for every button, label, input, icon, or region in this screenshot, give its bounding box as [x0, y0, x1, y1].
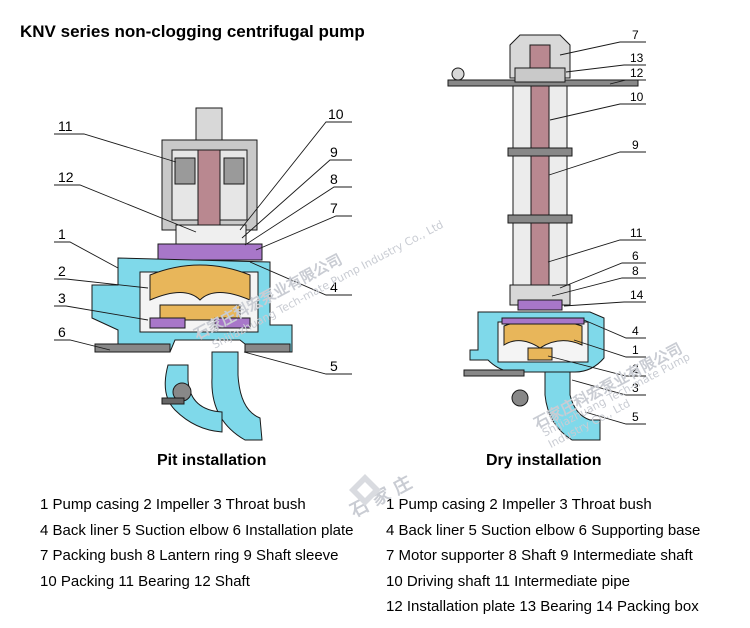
dry-callout-11: 11 — [630, 226, 643, 240]
pit-caption: Pit installation — [157, 452, 267, 469]
dry-legend-line-4: 10 Driving shaft 11 Intermediate pipe — [386, 572, 631, 590]
dry-caption: Dry installation — [486, 452, 602, 469]
watermark-logo-icon — [349, 474, 381, 506]
pit-legend-line-3: 7 Packing bush 8 Lantern ring 9 Shaft sl… — [40, 547, 339, 564]
pit-callout-10: 10 — [328, 106, 344, 122]
pit-callout-leaders — [54, 121, 352, 375]
pit-legend: 1 Pump casing 2 Impeller 3 Throat bush 4… — [40, 492, 354, 594]
dry-installation-drawing — [447, 34, 639, 441]
dry-legend-line-5: 12 Installation plate 13 Bearing 14 Pack… — [386, 598, 699, 615]
pit-legend-line-1: 1 Pump casing 2 Impeller 3 Throat bush — [40, 496, 306, 513]
pit-legend-line-4: 10 Packing 11 Bearing 12 Shaft — [40, 572, 250, 590]
pit-legend-line-2: 4 Back liner 5 Suction elbow 6 Installat… — [40, 521, 354, 539]
dry-callout-9: 9 — [632, 138, 639, 152]
dry-callout-7: 7 — [632, 28, 639, 42]
dry-callout-leaders — [547, 41, 646, 425]
dry-callout-5: 5 — [632, 410, 639, 424]
dry-callout-14: 14 — [630, 288, 644, 302]
pit-callout-4: 4 — [330, 279, 338, 295]
dry-callout-6: 6 — [632, 249, 639, 263]
dry-callout-10: 10 — [630, 90, 644, 104]
page-title: KNV series non-clogging centrifugal pump — [20, 22, 365, 41]
pit-callout-6: 6 — [58, 324, 66, 340]
dry-callout-8: 8 — [632, 264, 639, 278]
dry-callout-2: 2 — [632, 362, 639, 376]
pit-callout-7: 7 — [330, 200, 338, 216]
dry-legend: 1 Pump casing 2 Impeller 3 Throat bush 4… — [386, 492, 700, 620]
pit-callout-12: 12 — [58, 169, 74, 185]
pit-callout-3: 3 — [58, 290, 66, 306]
pit-callout-11: 11 — [58, 118, 73, 134]
dry-callout-3: 3 — [632, 381, 639, 395]
pit-callout-9: 9 — [330, 144, 338, 160]
pit-callout-8: 8 — [330, 171, 338, 187]
pit-callout-5: 5 — [330, 358, 338, 374]
dry-legend-line-2: 4 Back liner 5 Suction elbow 6 Supportin… — [386, 521, 701, 539]
dry-callout-4: 4 — [632, 324, 639, 338]
dry-legend-line-3: 7 Motor supporter 8 Shaft 9 Intermediate… — [386, 547, 693, 564]
pit-callout-1: 1 — [58, 226, 66, 242]
dry-legend-line-1: 1 Pump casing 2 Impeller 3 Throat bush — [386, 496, 652, 513]
dry-callout-13: 13 — [630, 51, 644, 65]
pit-callout-2: 2 — [58, 263, 66, 279]
dry-callout-12: 12 — [630, 66, 644, 80]
pit-installation-drawing — [91, 107, 293, 441]
dry-callout-1: 1 — [632, 343, 639, 357]
